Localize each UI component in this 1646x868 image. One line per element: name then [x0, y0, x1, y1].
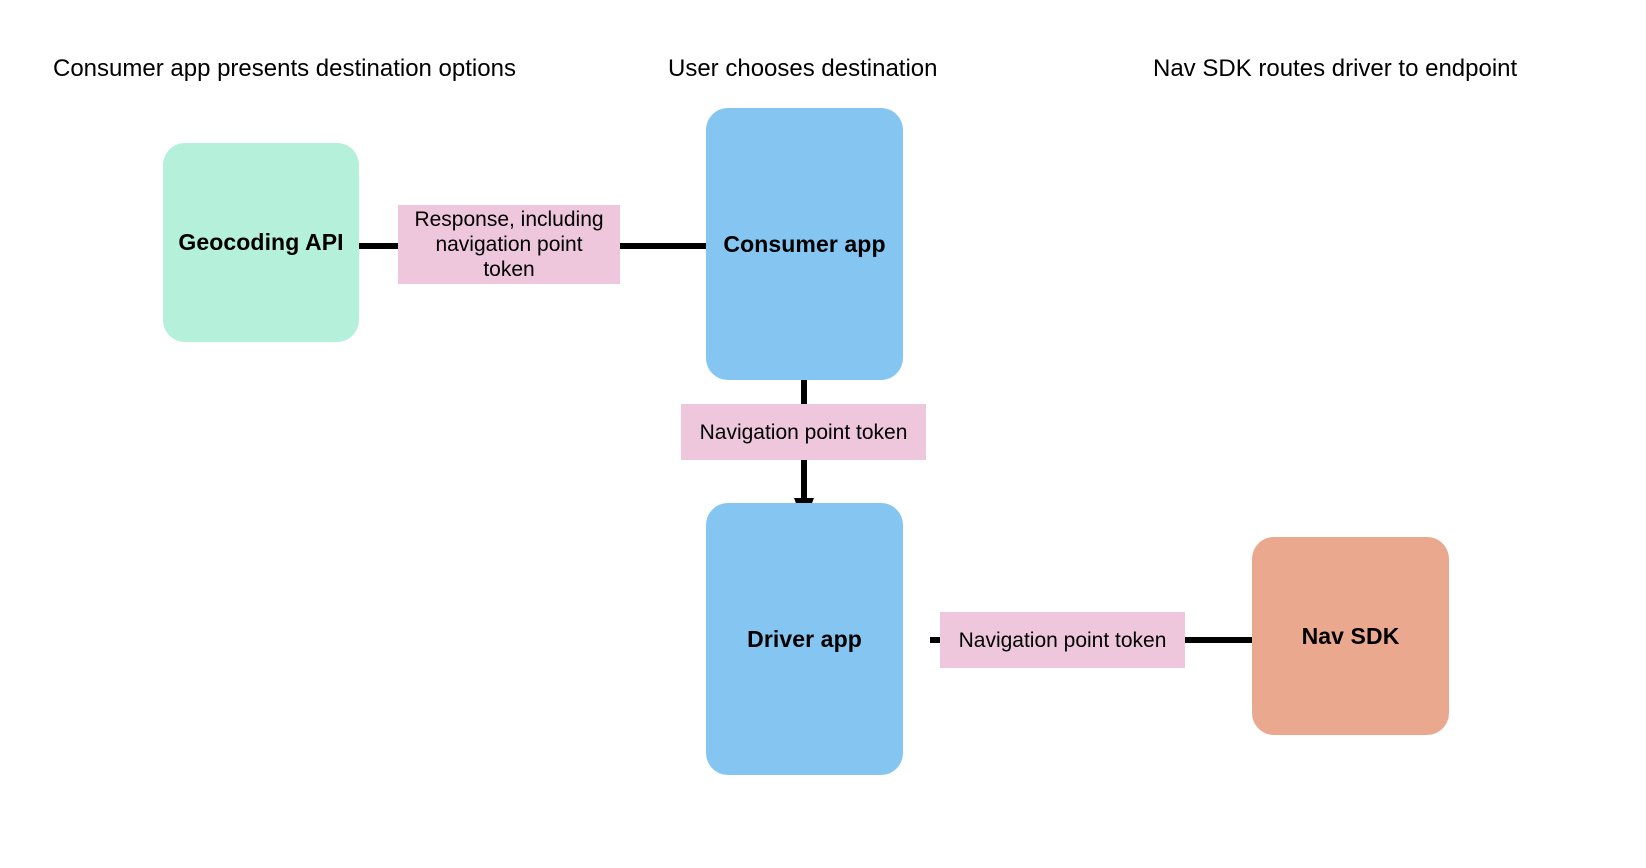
node-driver-app[interactable]: Driver app — [706, 503, 903, 775]
column-header-consumer-app-presents: Consumer app presents destination option… — [53, 55, 516, 82]
edge-label-navigation-point-token-consumer-to-driver: Navigation point token — [681, 404, 926, 460]
node-geocoding-api[interactable]: Geocoding API — [163, 143, 359, 342]
node-consumer-app-label: Consumer app — [723, 230, 886, 257]
node-geocoding-api-label: Geocoding API — [178, 229, 344, 255]
node-nav-sdk[interactable]: Nav SDK — [1252, 537, 1449, 735]
edge-label-navigation-point-token-text-2: Navigation point token — [958, 628, 1167, 652]
edge-label-response-including-navigation-point-token: Response, including navigation point tok… — [398, 205, 620, 284]
column-header-nav-sdk-routes: Nav SDK routes driver to endpoint — [1153, 55, 1518, 82]
edge-label-response-text: Response, including navigation point tok… — [414, 208, 604, 281]
column-header-user-chooses: User chooses destination — [668, 55, 938, 82]
edge-label-navigation-point-token-driver-to-navsdk: Navigation point token — [940, 612, 1185, 668]
edge-label-navigation-point-token-text-1: Navigation point token — [699, 420, 908, 444]
node-consumer-app[interactable]: Consumer app — [706, 108, 903, 380]
node-nav-sdk-label: Nav SDK — [1301, 622, 1400, 649]
node-driver-app-label: Driver app — [747, 625, 862, 652]
